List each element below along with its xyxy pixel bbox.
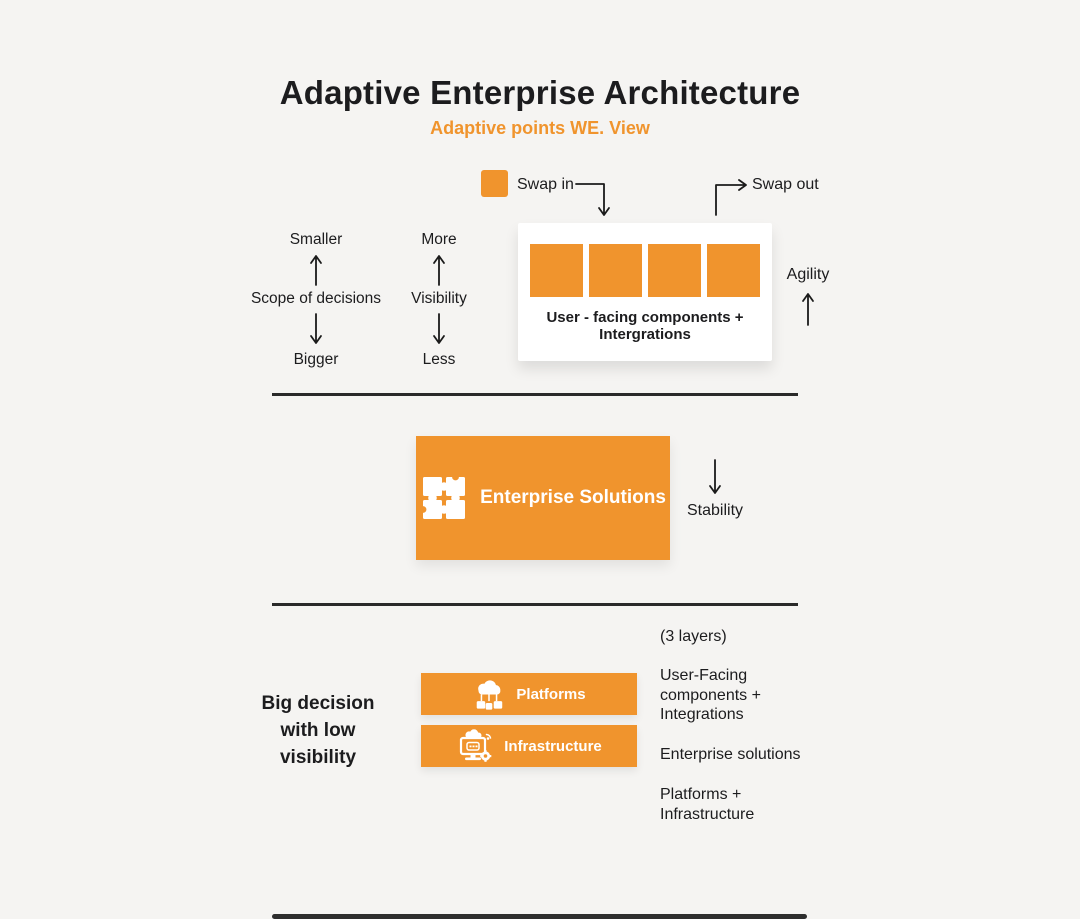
scope-axis-label: Scope of decisions	[250, 290, 382, 307]
up-arrow-icon	[802, 293, 814, 326]
cloud-network-icon	[477, 679, 503, 710]
visibility-bottom-label: Less	[422, 351, 456, 368]
layers-heading: (3 layers)	[660, 628, 727, 645]
platforms-label: Platforms	[516, 685, 586, 703]
up-arrow-icon	[310, 255, 322, 286]
down-arrow-icon	[433, 313, 445, 344]
divider-bottom	[272, 603, 798, 606]
infrastructure-label: Infrastructure	[504, 737, 602, 755]
layer-item: Platforms + Infrastructure	[660, 786, 755, 823]
layer-item: Enterprise solutions	[660, 746, 801, 763]
up-arrow-icon	[433, 255, 445, 286]
component-square	[589, 244, 642, 297]
swap-out-arrow-icon	[715, 179, 747, 216]
down-arrow-icon	[709, 459, 721, 494]
enterprise-solutions-label: Enterprise Solutions	[480, 487, 666, 508]
down-arrow-icon	[310, 313, 322, 344]
scope-axis: Smaller Scope of decisions Bigger	[250, 231, 382, 369]
agility-indicator: Agility	[778, 266, 838, 326]
bottom-bar	[272, 914, 807, 919]
component-squares	[518, 244, 772, 297]
swap-in-arrow-icon	[575, 183, 610, 216]
card-caption-line2: Intergrations	[599, 326, 691, 343]
visibility-axis-label: Visibility	[411, 290, 467, 307]
page-title: Adaptive Enterprise Architecture	[279, 74, 801, 111]
layer-item: User-Facing components + Integrations	[660, 667, 761, 723]
card-caption-line1: User - facing components +	[546, 309, 744, 326]
component-square	[530, 244, 583, 297]
swap-in-label: Swap in	[517, 176, 574, 193]
infrastructure-bar: Infrastructure	[421, 725, 637, 767]
scope-bottom-label: Bigger	[293, 351, 339, 368]
page-subtitle: Adaptive points WE. View	[430, 118, 650, 138]
swap-in-swatch-icon	[481, 170, 508, 197]
component-square	[707, 244, 760, 297]
platforms-bar: Platforms	[421, 673, 637, 715]
visibility-axis: More Visibility Less	[396, 231, 482, 369]
note-line: with low	[280, 720, 356, 741]
stability-indicator: Stability	[680, 459, 750, 520]
stability-label: Stability	[686, 502, 744, 519]
divider-top	[272, 393, 798, 396]
swap-out-label: Swap out	[752, 176, 819, 193]
enterprise-solutions-box: Enterprise Solutions	[416, 436, 670, 560]
scope-top-label: Smaller	[289, 231, 343, 248]
visibility-top-label: More	[421, 231, 457, 248]
puzzle-icon	[420, 474, 466, 519]
note-line: visibility	[279, 747, 357, 768]
big-decision-note: Big decision with low visibility	[248, 690, 388, 771]
user-facing-card: User - facing components + Intergrations	[518, 223, 772, 361]
monitor-cloud-icon	[460, 729, 492, 762]
note-line: Big decision	[261, 693, 375, 714]
agility-label: Agility	[786, 266, 830, 283]
component-square	[648, 244, 701, 297]
card-caption: User - facing components + Intergrations	[518, 309, 772, 343]
